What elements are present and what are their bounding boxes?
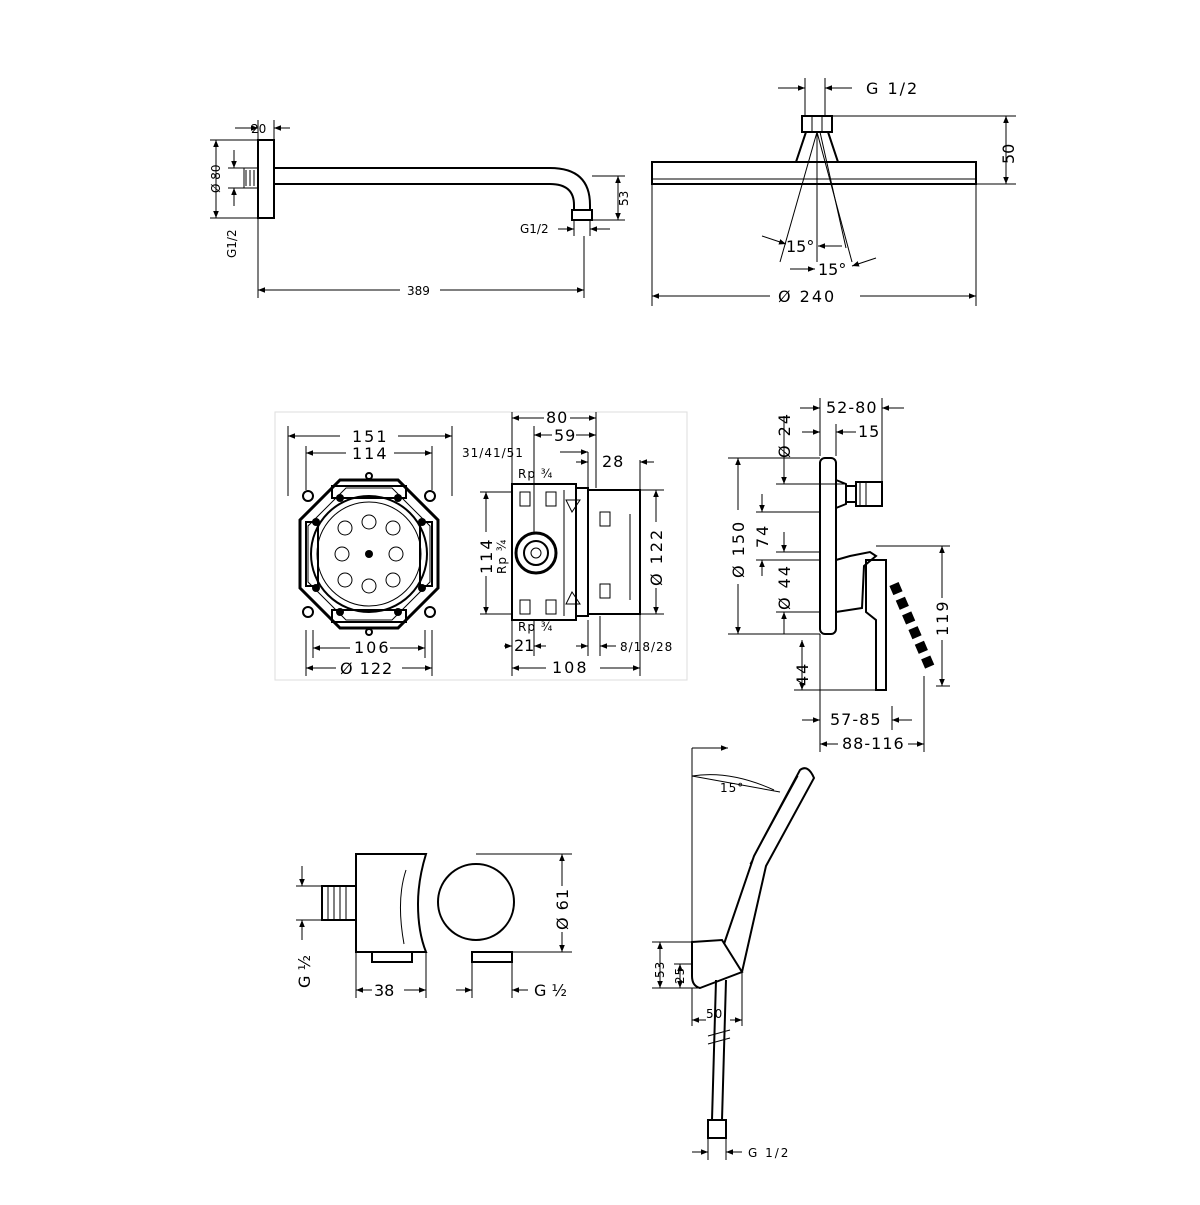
hand-shower-53-dim: 53	[653, 961, 667, 978]
rough-in-cover	[587, 489, 641, 615]
rough-in-ring	[310, 495, 428, 613]
outlet-diameter-dim: Ø 61	[553, 888, 572, 930]
mixer-44-dim: 44	[793, 662, 812, 686]
mixer-119-dim: 119	[933, 599, 952, 636]
outlet-thread-left-dim: G ½	[295, 955, 314, 988]
mixer-body	[835, 550, 878, 613]
arm-outlet-thread-dim: G1/2	[520, 222, 549, 236]
rough-in-panel	[274, 411, 688, 681]
rough-in-inlet	[514, 531, 558, 575]
rough-in-depth-dim: 80	[546, 408, 568, 427]
arm-flange-dim: Ø 80	[209, 164, 223, 193]
outlet-thread-right-dim: G ½	[534, 981, 567, 1000]
overhead-height-dim: 50	[999, 144, 1018, 164]
hand-shower-head	[723, 767, 816, 973]
overhead-head	[651, 161, 977, 185]
mixer-plate	[819, 457, 837, 635]
overhead-angle-1: 15°	[786, 237, 814, 256]
mixer-74-dim: 74	[753, 524, 772, 548]
mixer-d24-dim: Ø 24	[775, 412, 794, 458]
mixer-projection-dim: 52-80	[826, 398, 878, 417]
hand-shower-50-dim: 50	[706, 1007, 723, 1021]
mixer-lever-swing	[889, 582, 937, 674]
arm-tube-bottom	[274, 183, 575, 210]
arm-wall-flange	[257, 139, 275, 219]
rough-in-cover-options-dim: 8/18/28	[620, 640, 673, 654]
hand-shower-view: 15° 53 25 50 G 1/2	[652, 745, 816, 1160]
holder-body	[691, 938, 744, 990]
rough-in-front-view: 151 114 106 Ø 122	[274, 411, 688, 681]
rough-in-octagon	[298, 478, 440, 630]
overhead-angle-2: 15°	[818, 260, 846, 279]
mixer-diverter	[855, 481, 883, 507]
hand-shower-hose	[711, 979, 727, 1121]
mixer-overall-dim: 88-116	[842, 734, 905, 753]
rough-in-rp-top: Rp ¾	[518, 467, 553, 481]
outlet-side-body	[355, 853, 428, 953]
arm-drop-dim: 53	[617, 191, 631, 206]
rough-in-diameter-dim: Ø 122	[340, 659, 393, 678]
rough-in-rp-mid: Rp ¾	[495, 539, 509, 574]
mixer-15-dim: 15	[858, 422, 880, 441]
outlet-width-dim: 38	[374, 981, 394, 1000]
hand-shower-thread-dim: G 1/2	[748, 1146, 790, 1160]
rough-in-lower-dim: 106	[354, 638, 391, 657]
mixer-lever-dim: 57-85	[830, 710, 882, 729]
hand-shower-angle-dim: 15°	[720, 781, 744, 795]
rough-in-59-dim: 59	[554, 426, 576, 445]
arm-length-dim: 389	[407, 284, 430, 298]
hand-shower-25-dim: 25	[673, 967, 687, 984]
rough-in-side-view: 80 59 31/41/51 28 Rp ¾ Rp ¾ Rp ¾ 114 Ø 1…	[462, 408, 673, 677]
outlet-thread	[321, 885, 357, 921]
mixer-view: 52-80 15 Ø 24 Ø 150 74 Ø 44 44 119	[728, 398, 952, 753]
overhead-nut	[801, 115, 833, 133]
arm-thread-dim: G1/2	[225, 229, 239, 258]
shower-arm-view: 20 Ø 80 G1/2 53 G1/2 389	[209, 120, 631, 298]
rough-in-side-diameter-dim: Ø 122	[647, 528, 666, 586]
arm-thread-stub	[243, 167, 259, 189]
mixer-d44-dim: Ø 44	[775, 564, 794, 610]
rough-in-height-dim: 114	[477, 537, 496, 574]
arm-tube-top	[274, 167, 591, 210]
mixer-plate-dim: Ø 150	[729, 520, 748, 578]
rough-in-outer-dim: 151	[352, 427, 389, 446]
wall-outlet-view: G ½ 38 Ø 61 G ½	[295, 853, 572, 1000]
hose-nut	[707, 1119, 727, 1139]
outlet-front-disc	[437, 863, 515, 941]
rough-in-width-dim: 108	[552, 658, 589, 677]
overhead-diameter-dim: Ø 240	[778, 287, 836, 306]
arm-outlet	[571, 209, 593, 221]
overhead-connection-dim: G 1/2	[866, 79, 919, 98]
arm-wall-dim: 20	[251, 122, 266, 136]
mixer-lever	[865, 559, 887, 691]
rough-in-inner-dim: 114	[352, 444, 389, 463]
overhead-shower-view: G 1/2 50 15° 15° Ø 240	[651, 78, 1018, 306]
rough-in-28-dim: 28	[602, 452, 624, 471]
rough-in-depth-options-dim: 31/41/51	[462, 446, 524, 460]
rough-in-rp-bottom: Rp ¾	[518, 620, 553, 634]
rough-in-21-dim: 21	[514, 636, 534, 655]
